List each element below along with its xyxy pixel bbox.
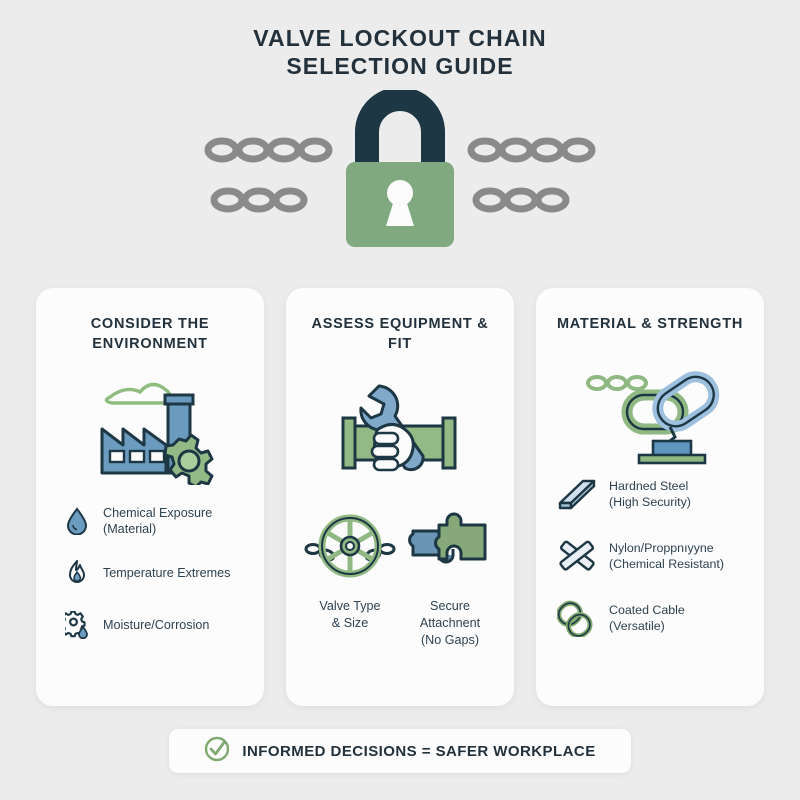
bullet-1-line-1: Chemical Exposure [103, 506, 213, 520]
pipe-flange-right [441, 416, 457, 470]
pair-1-line-2: & Size [331, 616, 369, 630]
bullet-chemical-exposure-label: Chemical Exposure (Material) [103, 505, 212, 537]
valve-wheel-chain-icon [304, 510, 396, 582]
pair-secure-attachment-label: Secure Attachnent (No Gaps) [420, 598, 480, 649]
smokestack-cap [163, 393, 195, 406]
card-2-title: ASSESS EQUIPMENT & FIT [300, 314, 500, 354]
check-circle-icon [204, 736, 230, 767]
coated-cable-link-icon [556, 598, 598, 638]
card-1-hero-icon-wrap [80, 376, 220, 486]
bullet-3-1-line-2: (High Security) [609, 495, 691, 509]
lock-shackle [355, 90, 445, 168]
pair-1-line-1: Valve Type [319, 599, 381, 613]
page-title-line-1: VALVE LOCKOUT CHAIN [253, 25, 547, 51]
wheel-rim-outline [321, 517, 379, 575]
flame-icon [62, 556, 92, 590]
big-blue-link-group [652, 371, 720, 432]
pair-valve-type-label: Valve Type & Size [319, 598, 380, 632]
bullet-hardened-steel-label: Hardned Steel (High Security) [609, 478, 691, 510]
gear-droplet-icon [62, 608, 92, 642]
chain-row-lower [210, 187, 570, 213]
bullet-hardened-steel: Hardned Steel (High Security) [556, 474, 750, 514]
small-green-links [586, 375, 648, 391]
hand-wrench-pipe-icon [341, 384, 457, 472]
crossed-rods-icon [556, 536, 598, 576]
pipe-flange-left [341, 416, 357, 470]
footer-text: INFORMED DECISIONS = SAFER WORKPLACE [242, 742, 596, 760]
page-title-line-2: SELECTION GUIDE [286, 53, 514, 79]
card-2-title-text: ASSESS EQUIPMENT & FIT [311, 316, 489, 352]
bullet-coated-cable: Coated Cable (Versatile) [556, 598, 750, 638]
bullet-nylon-polypropylene: Nylon/Proppnıyyne (Chemical Resistant) [556, 536, 750, 576]
weight-base [637, 453, 707, 465]
padlock-with-chains-icon [204, 90, 596, 247]
hero-graphic [0, 90, 800, 255]
lock-keyhole-stem [386, 200, 414, 226]
card-3-title: MATERIAL & STRENGTH [556, 316, 744, 332]
hand-fingers [370, 431, 400, 472]
big-green-link-outline [625, 393, 685, 431]
wheel-hub-center [345, 541, 355, 551]
chain-row-upper [204, 137, 596, 163]
card-3-hero-icon-wrap [575, 356, 725, 466]
bullet-chemical-exposure: Chemical Exposure (Material) [62, 504, 250, 538]
factory-window-3 [148, 449, 166, 464]
bullet-1-line-2: (Material) [103, 522, 157, 536]
card-1-title: CONSIDER THE ENVIRONMENT [90, 316, 210, 352]
card-consider-the-environment[interactable]: CONSIDER THE ENVIRONMENT [36, 288, 264, 706]
bullet-temperature-extremes: Temperature Extremes [62, 556, 250, 590]
water-droplet-icon [62, 504, 92, 538]
factory-window-2 [128, 449, 146, 464]
pair-secure-attachment: Secure Attachnent (No Gaps) [402, 510, 498, 649]
card-2-pair-row: Valve Type & Size Secure Attachnent (No … [300, 510, 500, 649]
bullet-3-2-line-1: Nylon/Proppnıyyne [609, 541, 714, 555]
pair-2-line-2: Attachnent [419, 616, 481, 630]
bullet-3-3-line-1: Coated Cable [609, 603, 685, 617]
factory-window-1 [108, 449, 126, 464]
puzzle-piece-green [434, 512, 487, 561]
cards-row: CONSIDER THE ENVIRONMENT [0, 288, 800, 706]
bullet-moisture-corrosion: Moisture/Corrosion [62, 608, 250, 642]
bullet-temperature-extremes-label: Temperature Extremes [103, 566, 231, 580]
lock-keyhole-circle [387, 180, 413, 206]
pair-2-line-1: Secure [430, 599, 470, 613]
card-material-and-strength[interactable]: MATERIAL & STRENGTH [536, 288, 764, 706]
smoke-cloud [104, 382, 173, 405]
steel-bar-icon [556, 474, 598, 514]
chain-link-weight-icon [586, 371, 720, 465]
card-assess-equipment-and-fit[interactable]: ASSESS EQUIPMENT & FIT [286, 288, 514, 706]
factory-with-gear-icon [100, 382, 214, 485]
puzzle-pieces-icon [407, 510, 493, 582]
footer-banner: INFORMED DECISIONS = SAFER WORKPLACE [169, 729, 631, 773]
card-2-hero-icon-wrap [325, 376, 475, 486]
pair-2-line-3: (No Gaps) [420, 633, 480, 647]
bullet-3-3-line-2: (Versatile) [609, 619, 665, 633]
bullet-3-1-line-1: Hardned Steel [609, 479, 689, 493]
card-1-bullet-list: Chemical Exposure (Material) Temperature… [50, 504, 250, 642]
bullet-nylon-polypropylene-label: Nylon/Proppnıyyne (Chemical Resistant) [609, 540, 724, 572]
page-title: VALVE LOCKOUT CHAIN SELECTION GUIDE [0, 0, 800, 80]
bullet-3-2-line-2: (Chemical Resistant) [609, 557, 724, 571]
pair-valve-type: Valve Type & Size [302, 510, 398, 632]
card-3-bullet-list: Hardned Steel (High Security) Nylon/Prop… [550, 474, 750, 638]
bullet-moisture-corrosion-label: Moisture/Corrosion [103, 618, 210, 632]
bullet-coated-cable-label: Coated Cable (Versatile) [609, 602, 685, 634]
gear-shape [163, 433, 214, 485]
